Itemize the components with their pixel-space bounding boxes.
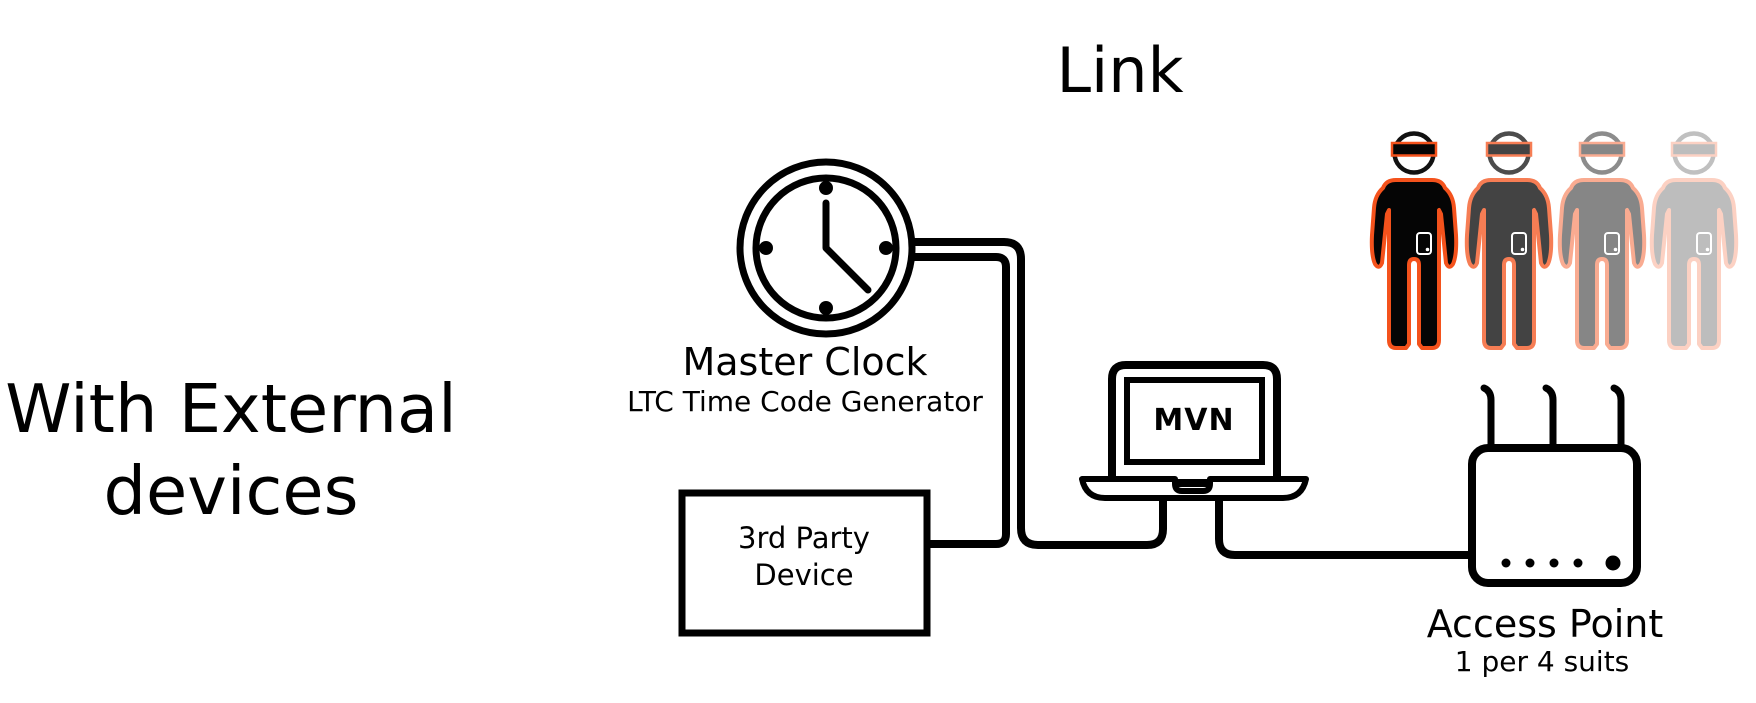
antenna-icon	[1542, 384, 1557, 456]
third-party-line2: Device	[754, 558, 854, 592]
suit-headband	[1485, 141, 1533, 157]
mocap-suit-icon-4	[1649, 131, 1739, 350]
third-party-device-box	[678, 489, 931, 637]
third-party-line1: 3rd Party	[738, 521, 870, 555]
mocap-suit-icon-2	[1464, 131, 1554, 350]
led-dot	[1501, 558, 1511, 568]
clock-tick-9	[759, 241, 773, 255]
suit-headband	[1670, 141, 1718, 157]
clock-tick-3	[879, 241, 893, 255]
suit-chest-tracker	[1416, 232, 1432, 255]
master-clock-icon	[736, 158, 916, 338]
cable-clock-to-laptop	[912, 238, 1167, 549]
led-dot	[1549, 558, 1559, 568]
master-clock-sublabel: LTC Time Code Generator	[627, 385, 983, 418]
mocap-suit-icon-3	[1557, 131, 1647, 350]
suit-body	[1464, 178, 1554, 350]
suit-head	[1580, 131, 1624, 175]
tracker-dot	[1705, 247, 1710, 252]
suit-body	[1649, 178, 1739, 350]
led-dot-large	[1605, 555, 1621, 571]
cable-clock-to-3rd-party	[912, 253, 1010, 548]
suit-chest-tracker	[1511, 232, 1527, 255]
antenna-icon	[1480, 384, 1495, 456]
laptop-screen	[1124, 377, 1265, 465]
suit-chest-tracker	[1604, 232, 1620, 255]
master-clock-label: Master Clock	[682, 340, 928, 384]
laptop-screen-label: MVN	[1153, 403, 1235, 438]
access-point-icon	[1468, 384, 1641, 587]
laptop-icon	[1079, 361, 1309, 501]
suit-head	[1672, 131, 1716, 175]
access-point-sublabel: 1 per 4 suits	[1454, 645, 1630, 678]
clock-tick-12	[819, 181, 833, 195]
side-caption-line1: With External	[5, 370, 457, 448]
clock-hands	[822, 199, 872, 294]
access-point-label: Access Point	[1426, 602, 1664, 646]
tracker-dot	[1520, 247, 1525, 252]
access-point-box	[1468, 444, 1641, 587]
suit-headband	[1390, 141, 1438, 157]
led-dot	[1573, 558, 1583, 568]
access-point-leds	[1501, 555, 1621, 571]
tracker-dot	[1425, 247, 1430, 252]
clock-tick-6	[819, 301, 833, 315]
access-point-antennas	[1480, 384, 1625, 456]
tracker-dot	[1613, 247, 1618, 252]
suit-chest-tracker	[1696, 232, 1712, 255]
side-caption-line2: devices	[103, 452, 359, 530]
side-caption: With External devices	[5, 368, 456, 532]
antenna-icon	[1610, 384, 1625, 456]
page-title: Link	[1056, 34, 1184, 107]
mocap-suit-icon-1	[1369, 131, 1459, 350]
cable-laptop-to-access-point	[1215, 492, 1475, 559]
led-dot	[1525, 558, 1535, 568]
suit-headband	[1578, 141, 1626, 157]
cables	[912, 238, 1475, 559]
third-party-device-label: 3rd Party Device	[738, 520, 870, 594]
suit-body	[1557, 178, 1647, 350]
laptop-base	[1079, 476, 1309, 501]
suit-body	[1369, 178, 1459, 350]
